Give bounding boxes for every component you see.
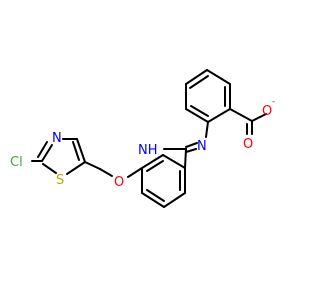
bond [66, 161, 86, 175]
imine-nitrogen-label: N [197, 139, 207, 154]
bond [229, 108, 253, 122]
bond [163, 192, 186, 208]
carboxylate-oxygen-label: O [262, 104, 272, 119]
bond [251, 113, 267, 122]
bond [205, 121, 209, 138]
carboxylate-group: O O - [229, 97, 275, 152]
bond [141, 192, 165, 208]
bond [146, 160, 164, 172]
bond [76, 138, 86, 163]
phenoxy-ring [141, 154, 186, 208]
bond [84, 161, 101, 170]
carbonyl-oxygen-label: O [243, 137, 253, 152]
bond [185, 108, 209, 123]
bond [146, 189, 165, 202]
bond [99, 168, 113, 177]
amidine-group: N NH [138, 121, 209, 169]
bond [162, 154, 186, 169]
negative-charge-label: - [272, 97, 275, 107]
bond [127, 167, 143, 178]
bond [41, 144, 53, 162]
thiazole-nitrogen-label: N [52, 131, 62, 146]
bond [185, 142, 198, 148]
bond [185, 148, 197, 153]
bond [72, 141, 80, 161]
ether-oxygen-label: O [114, 175, 124, 190]
bond [141, 154, 164, 169]
bond [42, 163, 57, 174]
amidine-nh-label: NH [138, 143, 158, 158]
chlorine-label: Cl [10, 155, 23, 170]
benzoate-ring [185, 69, 231, 123]
chlorothiazole-ring: N S Cl [10, 131, 101, 188]
bond [190, 105, 209, 117]
bond [185, 69, 208, 85]
bond [37, 141, 48, 158]
bond [206, 69, 231, 85]
ether-linkage: O [99, 167, 143, 190]
bond [189, 75, 209, 89]
bond [184, 148, 187, 169]
molecule-structure-diagram: O O - N NH O [10, 69, 275, 208]
thiazole-sulfur-label: S [56, 173, 64, 188]
bond [207, 108, 231, 123]
